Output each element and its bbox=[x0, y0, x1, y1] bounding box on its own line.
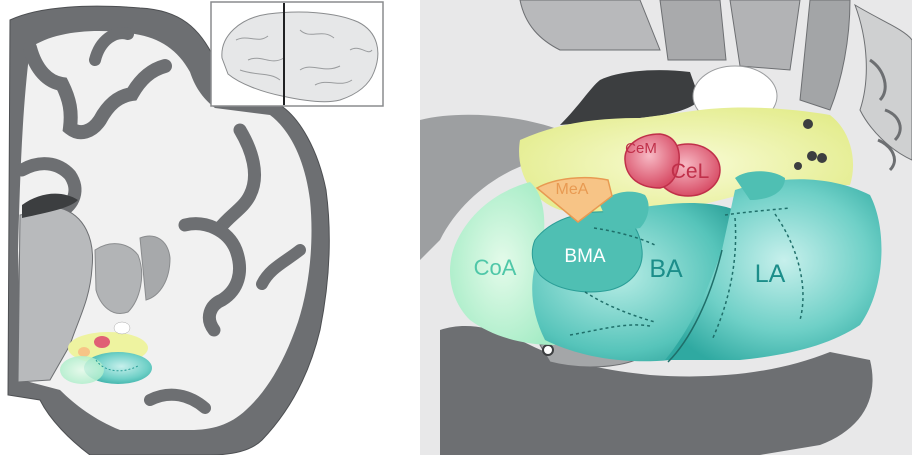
label-cem: CeM bbox=[625, 140, 657, 157]
label-la: LA bbox=[755, 260, 786, 288]
inset-brain bbox=[210, 1, 384, 107]
label-bma: BMA bbox=[564, 246, 606, 267]
sulcus-6 bbox=[144, 388, 211, 414]
region-mea bbox=[535, 176, 613, 223]
coronal-section-panel bbox=[7, 1, 384, 455]
top-gray-tissue bbox=[519, 0, 661, 51]
label-ba: BA bbox=[649, 255, 683, 283]
brain-lateral-view-icon bbox=[221, 11, 379, 103]
sulcus-7 bbox=[89, 27, 134, 66]
dark-tissue-band bbox=[560, 70, 700, 125]
region-coa bbox=[450, 182, 555, 345]
ventricle bbox=[22, 193, 78, 218]
sulcus-1 bbox=[23, 41, 172, 140]
region-la bbox=[665, 179, 882, 360]
label-cel: CeL bbox=[671, 160, 710, 183]
amygdala-small bbox=[60, 321, 152, 384]
sulcus-4 bbox=[178, 217, 246, 337]
putamen bbox=[94, 243, 143, 314]
label-mea: MeA bbox=[556, 181, 589, 198]
amygdala-closeup-panel: CeM CeL MeA BMA CoA BA LA bbox=[420, 0, 912, 455]
region-cem bbox=[624, 133, 680, 189]
globus-pallidus bbox=[139, 235, 171, 301]
sulcus-5 bbox=[256, 244, 306, 290]
label-coa: CoA bbox=[474, 255, 517, 280]
deep-structures bbox=[17, 207, 94, 383]
sulcus-3 bbox=[213, 123, 262, 235]
